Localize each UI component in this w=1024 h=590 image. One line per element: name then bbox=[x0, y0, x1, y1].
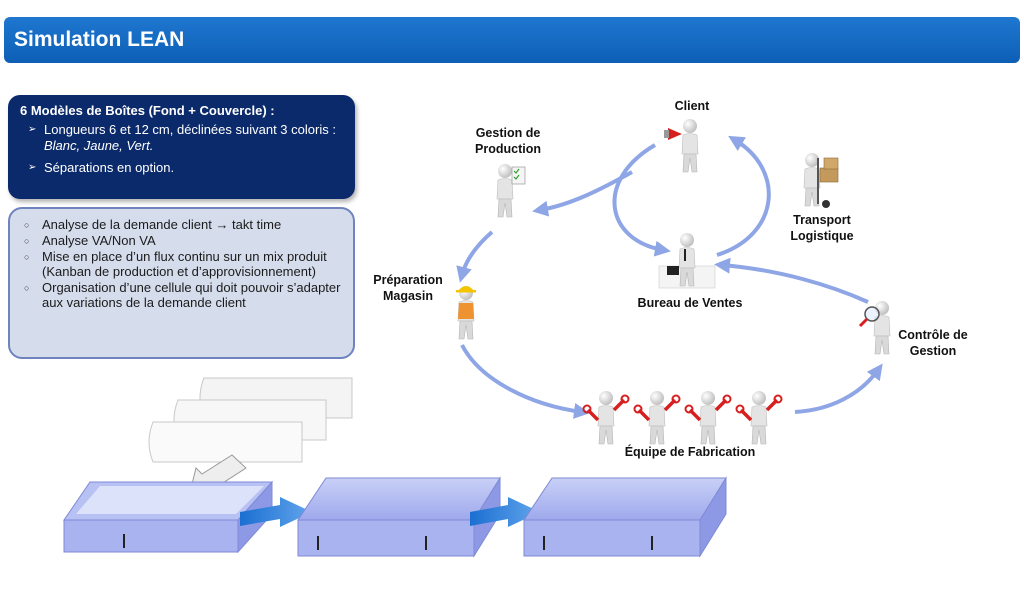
box-tray-2 bbox=[297, 476, 501, 558]
transport-figure bbox=[803, 152, 839, 208]
label-bureau-ventes: Bureau de Ventes bbox=[637, 296, 743, 310]
wrench-icon bbox=[735, 394, 783, 422]
flow-arrow-gestion-to-prep bbox=[456, 230, 494, 283]
label-preparation-magasin: Préparation Magasin bbox=[373, 273, 443, 303]
label-controle-gestion: Contrôle de Gestion bbox=[898, 328, 968, 358]
label-transport-logistique: Transport Logistique bbox=[790, 213, 854, 243]
magnifier-icon bbox=[858, 306, 880, 328]
box-tray-open bbox=[63, 480, 274, 554]
paper-stack bbox=[148, 377, 353, 463]
objective-item: Analyse VA/Non VA bbox=[24, 233, 343, 249]
wrench-icon bbox=[633, 394, 681, 422]
objective-item: Analyse de la demande client → takt time bbox=[24, 217, 343, 233]
objective-item: Mise en place d’un flux continu sur un m… bbox=[24, 249, 343, 279]
label-gestion-production: Gestion de Production bbox=[475, 126, 541, 156]
worker-figure bbox=[633, 390, 681, 445]
equipe-fabrication-group bbox=[582, 390, 783, 445]
flow-arrow-1 bbox=[240, 497, 312, 527]
worker-figure bbox=[735, 390, 783, 445]
hard-hat-icon bbox=[456, 286, 476, 293]
wrench-icon bbox=[684, 394, 732, 422]
checklist-icon bbox=[511, 166, 526, 185]
briefcase-icon bbox=[667, 266, 679, 275]
flow-arrow-ventes-to-gestion bbox=[532, 170, 633, 217]
preparation-figure bbox=[456, 285, 476, 340]
bureau-ventes-figure bbox=[658, 232, 716, 289]
client-figure bbox=[664, 118, 699, 173]
worker-figure bbox=[582, 390, 630, 445]
models-item-lengths-text: Longueurs 6 et 12 cm, déclinées suivant … bbox=[44, 122, 336, 137]
label-equipe-fabrication: Équipe de Fabrication bbox=[624, 445, 756, 459]
wrench-icon bbox=[582, 394, 630, 422]
label-client: Client bbox=[674, 99, 710, 113]
models-item-colors: Blanc, Jaune, Vert. bbox=[44, 138, 154, 153]
gestion-production-figure bbox=[496, 163, 526, 218]
flow-arrow-fab-to-controle bbox=[794, 363, 883, 414]
models-box: 6 Modèles de Boîtes (Fond + Couvercle) :… bbox=[8, 95, 355, 199]
flow-arrow-prep-to-fab bbox=[460, 344, 590, 419]
objectives-box: Analyse de la demande client → takt time… bbox=[8, 207, 355, 359]
worker-figure bbox=[684, 390, 732, 445]
models-item-separations: Séparations en option. bbox=[20, 160, 343, 176]
flow-arrow-controle-to-ventes bbox=[714, 257, 869, 304]
controle-gestion-figure bbox=[858, 300, 891, 355]
models-title: 6 Modèles de Boîtes (Fond + Couvercle) : bbox=[20, 103, 275, 118]
cycle-arrow-right bbox=[716, 135, 771, 257]
models-item-lengths: Longueurs 6 et 12 cm, déclinées suivant … bbox=[20, 122, 343, 154]
hand-truck-icon bbox=[817, 157, 839, 208]
megaphone-icon bbox=[664, 128, 682, 140]
cycle-arrow-left bbox=[612, 143, 671, 257]
objective-item: Organisation d’une cellule qui doit pouv… bbox=[24, 280, 343, 310]
title-banner: Simulation LEAN bbox=[4, 17, 1020, 63]
box-tray-3 bbox=[523, 476, 727, 558]
safety-vest bbox=[458, 303, 474, 319]
models-item-separations-text: Séparations en option. bbox=[44, 160, 175, 175]
flow-arrow-2 bbox=[470, 497, 540, 527]
page-title: Simulation LEAN bbox=[14, 28, 185, 51]
